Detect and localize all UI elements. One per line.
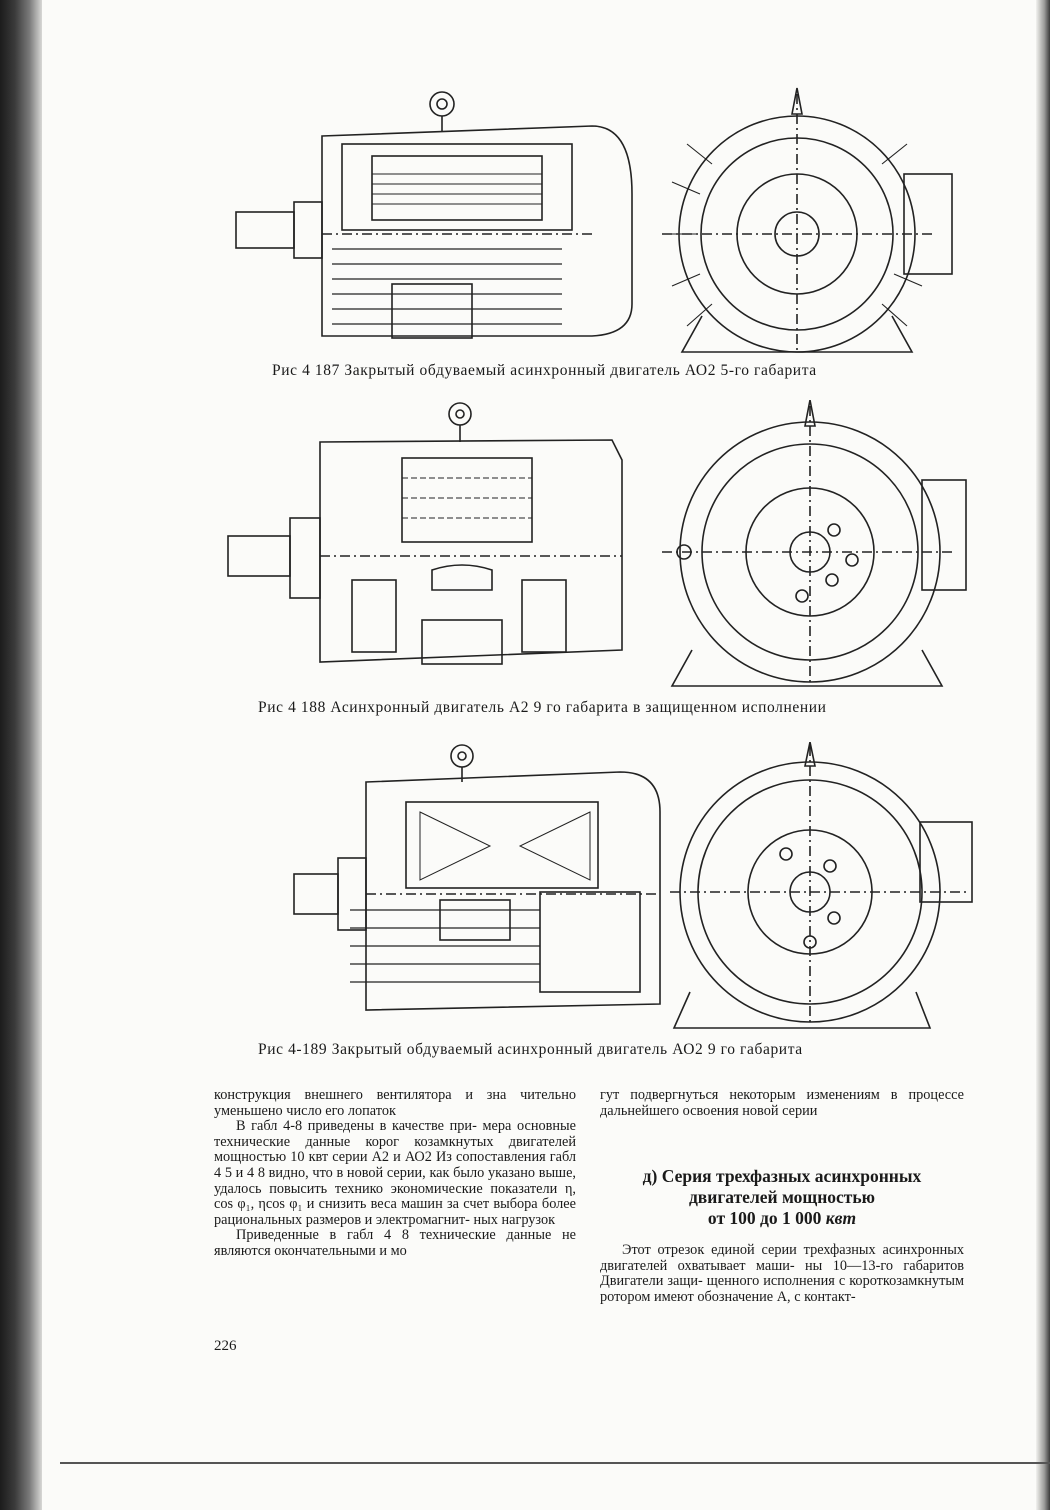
section-heading: д) Серия трехфазных асинхронных двигател…: [600, 1166, 964, 1229]
paragraph: конструкция внешнего вентилятора и зна ч…: [214, 1087, 576, 1119]
paragraph: Этот отрезок единой серии трехфазных аси…: [600, 1242, 964, 1305]
page-edge-shadow: [1036, 0, 1050, 1510]
paragraph: гут подвергнуться некоторым изменениям в…: [600, 1087, 964, 1119]
paragraph: Приведенные в габл 4 8 технические данны…: [214, 1227, 576, 1259]
motor-a2-9-drawing: [227, 400, 967, 687]
figure-4-187: [232, 84, 958, 356]
figure-4-189: [290, 742, 980, 1032]
paragraph: В габл 4-8 приведены в качестве при- мер…: [214, 1118, 576, 1228]
motor-ao2-5-drawing: [235, 87, 953, 353]
book-binding-shadow: [0, 0, 42, 1510]
heading-line: от 100 до 1 000 квт: [600, 1208, 964, 1229]
figure-caption: Рис 4 187 Закрытый обдуваемый асинхронны…: [272, 362, 817, 379]
motor-ao2-9-drawing: [293, 742, 973, 1029]
left-text-column: конструкция внешнего вентилятора и зна ч…: [214, 1087, 576, 1260]
right-text-column-bottom: Этот отрезок единой серии трехфазных аси…: [600, 1242, 964, 1305]
heading-line: двигателей мощностью: [688, 1187, 876, 1207]
figure-caption: Рис 4 188 Асинхронный двигатель А2 9 го …: [258, 699, 827, 716]
page-number: 226: [214, 1338, 237, 1354]
heading-line: д) Серия трехфазных асинхронных: [642, 1166, 922, 1186]
right-text-column-top: гут подвергнуться некоторым изменениям в…: [600, 1087, 964, 1119]
heading-line-text: от 100 до 1 000: [707, 1208, 822, 1228]
figure-4-188: [222, 400, 974, 692]
heading-unit: квт: [825, 1208, 857, 1228]
figure-caption: Рис 4-189 Закрытый обдуваемый асинхронны…: [258, 1041, 803, 1058]
page-bottom-edge: [60, 1462, 1050, 1464]
